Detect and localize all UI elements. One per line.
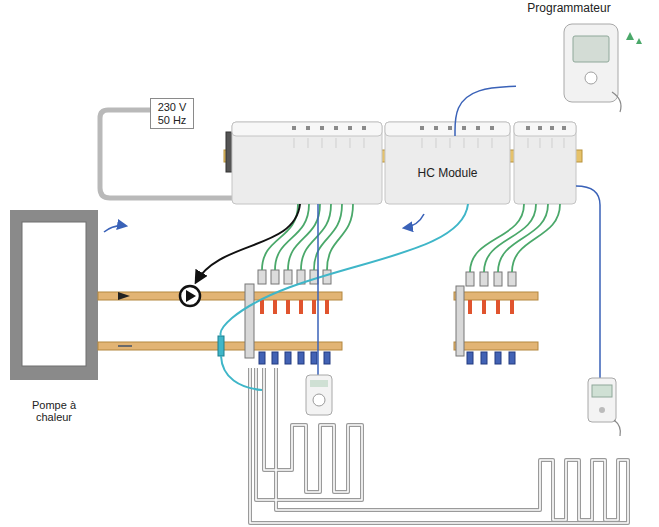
control-modules <box>226 122 576 204</box>
node-text: 230 V 50 Hz <box>154 101 190 126</box>
power-label: 230 V 50 Hz <box>150 98 194 129</box>
thermostat-wire <box>317 204 319 375</box>
circulation-pump <box>180 286 200 306</box>
floor-loops <box>250 368 628 523</box>
programmer-device <box>564 24 642 112</box>
return-sensor <box>218 336 224 356</box>
programmer-label: Programmateur <box>516 2 622 110</box>
node-text: Programmateur <box>527 2 610 16</box>
manifold-body <box>456 286 464 356</box>
node-text: HC Module <box>417 167 477 181</box>
signal-wire <box>455 86 516 136</box>
node-text: Pompe à chaleur <box>25 399 83 424</box>
manifold-body <box>245 284 254 358</box>
signal-arrow <box>404 214 424 228</box>
room-thermostat <box>588 378 620 436</box>
sensor-cable <box>220 204 468 336</box>
heat-pump-cabinet <box>10 210 98 380</box>
pump-wire <box>196 204 300 282</box>
heat-pump-front <box>22 222 86 366</box>
flow-arrow <box>118 292 130 300</box>
actuator-wires <box>262 204 560 272</box>
heat-pump: Pompe à chaleur <box>6 210 102 424</box>
thermostat-wire <box>576 186 600 378</box>
sensor-cable <box>221 356 262 390</box>
room-thermostat <box>306 375 332 415</box>
signal-arrow <box>104 226 126 232</box>
module-label: HC Module <box>385 136 510 204</box>
return-mark <box>118 345 132 347</box>
